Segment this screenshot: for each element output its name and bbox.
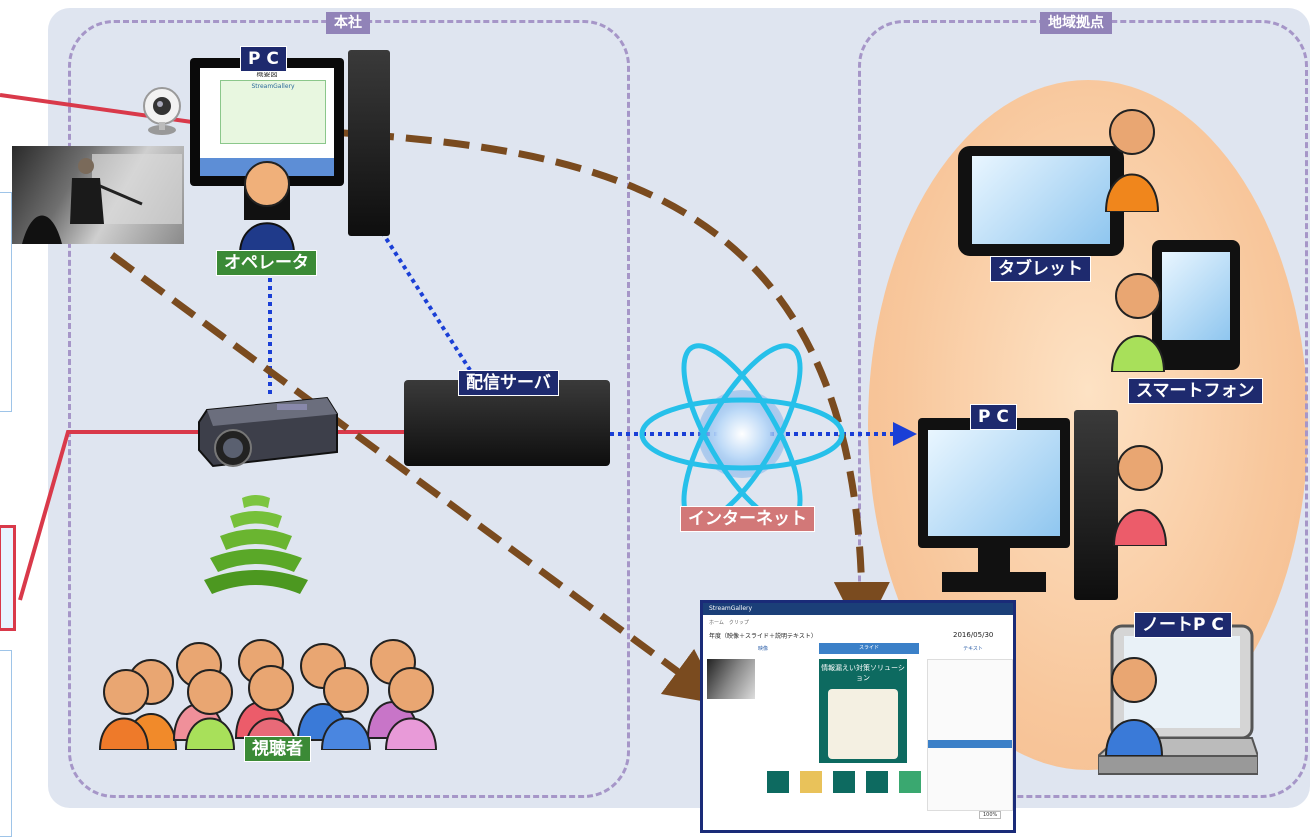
tablet-label: タブレット [990, 256, 1091, 282]
operator-person-icon [232, 158, 302, 255]
regional-pc-user-icon [1108, 438, 1172, 547]
regional-pc-tower [1074, 410, 1118, 600]
pc-to-viewer-arrow [329, 128, 890, 638]
monitor-screen: 概要図 StreamGallery [200, 68, 334, 176]
monitor-slide-logo: StreamGallery [251, 83, 295, 90]
tablet-user-icon [1100, 102, 1164, 213]
tablet-device-icon [958, 146, 1124, 256]
viewer-slide-title: 情報漏えい対策ソリューション [821, 664, 905, 682]
lecture-video-thumbnail [12, 146, 184, 244]
operator-label: オペレータ [216, 250, 317, 276]
regional-pc-stand [942, 548, 1046, 592]
delivery-server-label: 配信サーバ [458, 370, 559, 396]
pc-to-server-link [380, 230, 472, 372]
regional-pc-screen [928, 430, 1060, 536]
side-panel-top [0, 192, 12, 412]
viewer-title: 年度（映像＋スライド＋説明テキスト） [709, 633, 817, 640]
wireless-waves-icon [200, 488, 312, 600]
operator-pc-tower [348, 50, 390, 236]
viewer-slide-thumbnails [767, 771, 923, 797]
regional-pc-monitor [918, 418, 1070, 548]
internet-label: インターネット [680, 506, 815, 532]
pc-top-label: P C [240, 46, 287, 72]
viewer-date: 2016/05/30 [953, 631, 994, 639]
webcam-icon [140, 86, 184, 136]
pc-right-label: P C [970, 404, 1017, 430]
viewer-tab-text[interactable]: テキスト [963, 646, 983, 652]
audience-label: 視聴者 [244, 736, 311, 762]
tablet-screen [972, 156, 1110, 244]
monitor-screen-title: 概要図 [256, 70, 278, 78]
viewer-slide-panel: 情報漏えい対策ソリューション [819, 659, 907, 763]
viewer-tab-video[interactable]: 映像 [757, 646, 768, 652]
viewer-text-highlight [928, 740, 1012, 748]
monitor-slide-preview: StreamGallery [220, 80, 326, 144]
internet-icon [632, 342, 852, 525]
viewer-screenshot: StreamGallery ホーム クリップ 年度（映像＋スライド＋説明テキスト… [700, 600, 1016, 833]
projector-icon [193, 392, 341, 472]
viewer-app-name: StreamGallery [709, 605, 753, 612]
audience-group-icon [96, 610, 456, 751]
viewer-zoom-select[interactable]: 100% [979, 811, 1002, 819]
viewer-tab-slide[interactable]: スライド [819, 643, 919, 654]
video-to-viewer-arrow [109, 252, 723, 705]
smartphone-screen [1162, 252, 1230, 340]
smartphone-device-icon [1152, 240, 1240, 370]
notebook-user-icon [1100, 652, 1168, 757]
smartphone-user-icon [1106, 268, 1170, 373]
viewer-text-panel [927, 659, 1013, 811]
viewer-header: StreamGallery [703, 603, 1013, 615]
viewer-video-thumb [707, 659, 755, 699]
side-panel-middle [0, 525, 16, 631]
viewer-breadcrumb: ホーム クリップ [709, 620, 749, 626]
viewer-slide-chart [828, 689, 898, 759]
regional-zone-label: 地域拠点 [1040, 12, 1112, 34]
notebook-label: ノートP C [1134, 612, 1232, 638]
smartphone-label: スマートフォン [1128, 378, 1263, 404]
hq-zone-label: 本社 [326, 12, 370, 34]
